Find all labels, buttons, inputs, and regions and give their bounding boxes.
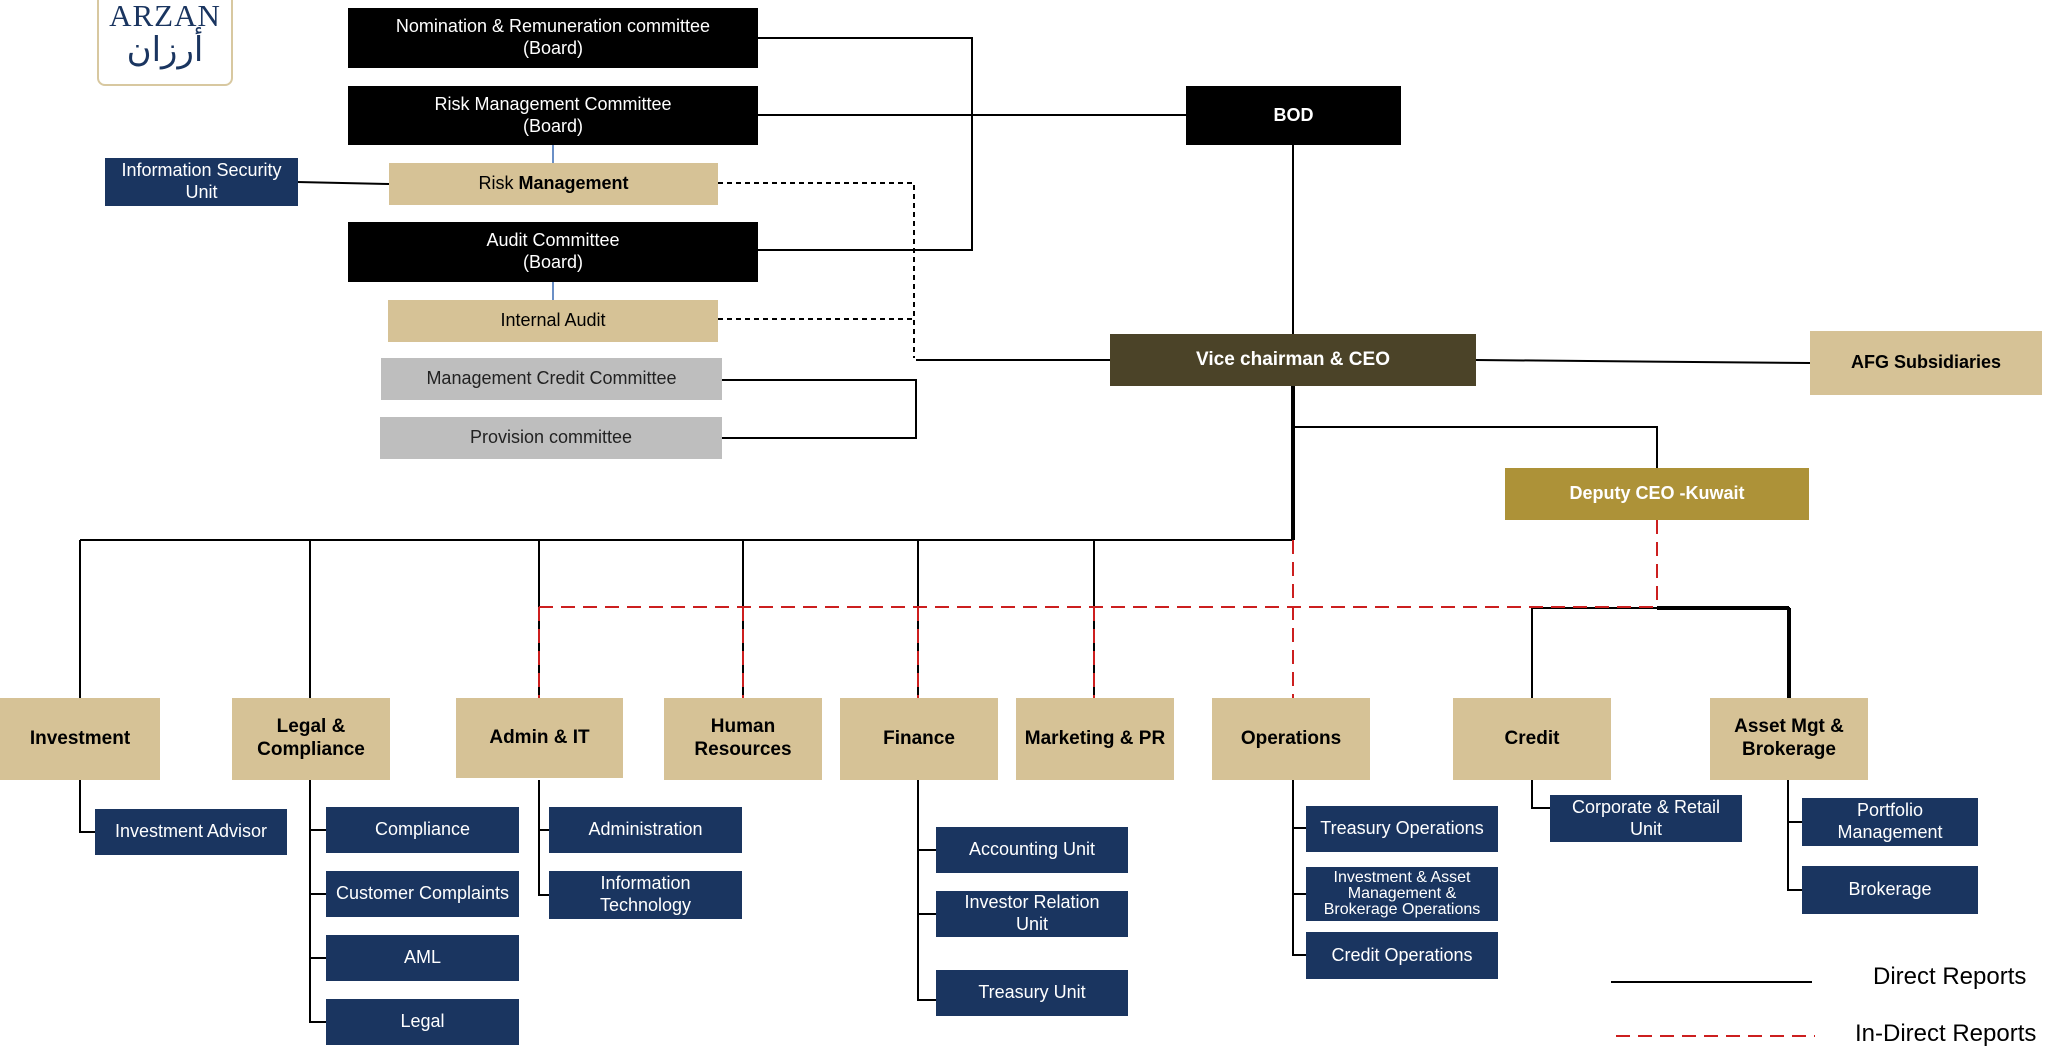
unit-investor-relation: Investor Relation Unit [936,891,1128,937]
legend-indirect-reports: In-Direct Reports [1855,1020,2037,1047]
ceo-label: Vice chairman & CEO [1196,348,1390,370]
unit-treasury: Treasury Unit [936,970,1128,1016]
risk-committee-box: Risk Management Committee (Board) [348,86,758,145]
unit-compliance-label: Compliance [374,819,471,840]
dept-investment-label: Investment [29,727,131,749]
dept-legal-compliance-label: Legal & Compliance [257,716,365,760]
unit-treasury-operations: Treasury Operations [1306,806,1498,852]
nomination-committee-label: Nomination & Remuneration committee (Boa… [395,16,711,58]
provision-committee-label: Provision committee [469,427,633,448]
logo-text-en: ARZAN [109,0,221,33]
unit-investment-advisor: Investment Advisor [95,809,287,855]
dept-finance: Finance [840,698,998,780]
internal-audit-label: Internal Audit [500,310,606,331]
unit-investment-asset-ops-label: Investment & Asset Management & Brokerag… [1323,869,1481,918]
legend-direct-reports: Direct Reports [1873,963,2027,990]
dept-finance-label: Finance [883,727,955,749]
unit-aml: AML [326,935,519,981]
risk-management-prefix: Risk [478,173,519,194]
unit-brokerage-label: Brokerage [1848,879,1932,900]
dept-admin-it: Admin & IT [456,698,623,778]
dept-asset-mgt-brokerage-label: Asset Mgt & Brokerage [1734,716,1844,760]
unit-administration-label: Administration [588,819,703,840]
provision-committee-box: Provision committee [380,417,722,459]
unit-accounting-label: Accounting Unit [968,839,1096,860]
dept-marketing-pr: Marketing & PR [1016,698,1174,780]
deputy-ceo-label: Deputy CEO -Kuwait [1569,483,1745,504]
unit-information-technology-label: Information Technology [599,873,692,915]
bod-label: BOD [1273,104,1314,125]
dept-credit: Credit [1453,698,1611,780]
unit-legal-label: Legal [400,1011,445,1032]
dept-marketing-pr-label: Marketing & PR [1024,727,1166,749]
dept-asset-mgt-brokerage: Asset Mgt & Brokerage [1710,698,1868,780]
unit-customer-complaints-label: Customer Complaints [335,883,510,904]
unit-treasury-operations-label: Treasury Operations [1320,818,1484,839]
unit-customer-complaints: Customer Complaints [326,871,519,917]
unit-corporate-retail-label: Corporate & Retail Unit [1571,796,1721,839]
afg-subsidiaries-box: AFG Subsidiaries [1810,331,2042,395]
afg-subsidiaries-label: AFG Subsidiaries [1850,352,2002,373]
mgmt-credit-committee-box: Management Credit Committee [381,358,722,400]
dept-operations: Operations [1212,698,1370,780]
unit-credit-operations: Credit Operations [1306,932,1498,979]
unit-accounting: Accounting Unit [936,827,1128,873]
unit-portfolio-management: Portfolio Management [1802,798,1978,846]
info-security-label: Information Security Unit [121,160,282,202]
dept-operations-label: Operations [1240,727,1342,749]
arzan-logo: ARZAN أرزان [97,0,233,86]
unit-aml-label: AML [403,947,441,968]
unit-investment-advisor-label: Investment Advisor [114,821,268,842]
unit-investor-relation-label: Investor Relation Unit [964,892,1100,934]
bod-box: BOD [1186,86,1401,145]
risk-management-bold: Management [518,173,629,194]
dept-admin-it-label: Admin & IT [489,726,590,748]
dept-human-resources: Human Resources [664,698,822,780]
info-security-box: Information Security Unit [105,158,298,206]
risk-management-box: Risk Management [389,163,718,205]
logo-text-ar: أرزان [126,30,204,70]
unit-information-technology: Information Technology [549,871,742,919]
unit-brokerage: Brokerage [1802,866,1978,914]
audit-committee-label: Audit Committee (Board) [486,230,620,272]
unit-portfolio-management-label: Portfolio Management [1837,800,1943,842]
unit-treasury-label: Treasury Unit [978,982,1086,1003]
deputy-ceo-box: Deputy CEO -Kuwait [1505,468,1809,520]
unit-corporate-retail: Corporate & Retail Unit [1550,795,1742,842]
dept-legal-compliance: Legal & Compliance [232,698,390,780]
internal-audit-box: Internal Audit [388,300,718,342]
unit-investment-asset-ops: Investment & Asset Management & Brokerag… [1306,867,1498,921]
mgmt-credit-committee-label: Management Credit Committee [426,368,677,389]
unit-administration: Administration [549,807,742,853]
unit-credit-operations-label: Credit Operations [1331,944,1473,965]
nomination-committee-box: Nomination & Remuneration committee (Boa… [348,8,758,68]
unit-compliance: Compliance [326,807,519,853]
ceo-box: Vice chairman & CEO [1110,334,1476,386]
dept-investment: Investment [0,698,160,780]
unit-legal: Legal [326,999,519,1045]
dept-credit-label: Credit [1504,727,1560,749]
dept-human-resources-label: Human Resources [694,716,792,760]
audit-committee-box: Audit Committee (Board) [348,222,758,282]
risk-committee-label: Risk Management Committee (Board) [434,93,672,136]
